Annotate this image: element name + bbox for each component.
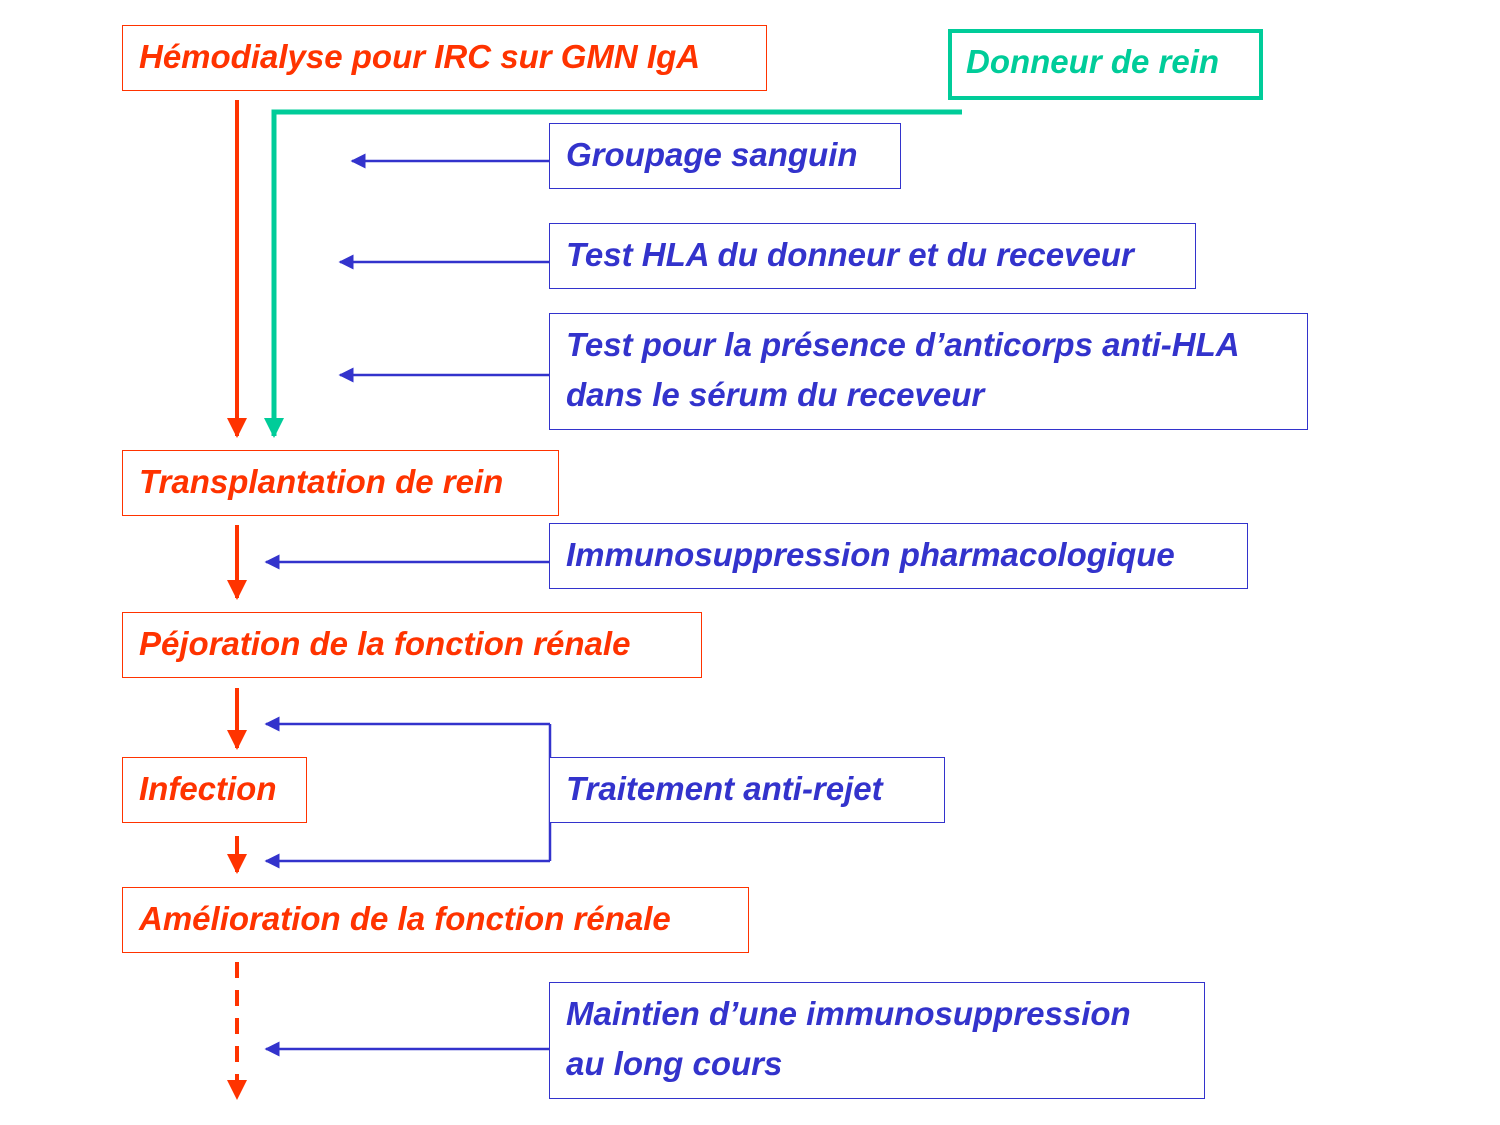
procedure-immunosuppression-label: Immunosuppression pharmacologique	[566, 536, 1175, 573]
step-amelioration: Amélioration de la fonction rénale	[122, 887, 749, 953]
procedure-anti-rejet: Traitement anti-rejet	[549, 757, 945, 823]
step-transplantation: Transplantation de rein	[122, 450, 559, 516]
step-pejoration: Péjoration de la fonction rénale	[122, 612, 702, 678]
procedure-groupage: Groupage sanguin	[549, 123, 901, 189]
procedure-maintien-line1: Maintien d’une immunosuppression	[566, 995, 1131, 1032]
procedure-test-anticorps: Test pour la présence d’anticorps anti-H…	[549, 313, 1308, 430]
donor-label: Donneur de rein	[966, 43, 1220, 80]
procedure-anti-rejet-label: Traitement anti-rejet	[566, 770, 883, 807]
step-hemodialyse: Hémodialyse pour IRC sur GMN IgA	[122, 25, 767, 91]
donor-box: Donneur de rein	[948, 29, 1263, 100]
step-hemodialyse-label: Hémodialyse pour IRC sur GMN IgA	[139, 38, 701, 75]
step-transplantation-label: Transplantation de rein	[139, 463, 504, 500]
procedure-immunosuppression: Immunosuppression pharmacologique	[549, 523, 1248, 589]
arrow-donor-to-transplantation	[264, 109, 962, 438]
step-infection-label: Infection	[139, 770, 277, 807]
procedure-test-anticorps-line1: Test pour la présence d’anticorps anti-H…	[566, 326, 1240, 363]
step-amelioration-label: Amélioration de la fonction rénale	[139, 900, 671, 937]
procedure-test-anticorps-line2: dans le sérum du receveur	[566, 376, 985, 413]
step-pejoration-label: Péjoration de la fonction rénale	[139, 625, 631, 662]
procedure-test-hla: Test HLA du donneur et du receveur	[549, 223, 1196, 289]
procedure-maintien-line2: au long cours	[566, 1045, 783, 1082]
procedure-groupage-label: Groupage sanguin	[566, 136, 858, 173]
procedure-maintien: Maintien d’une immunosuppression au long…	[549, 982, 1205, 1099]
procedure-test-hla-label: Test HLA du donneur et du receveur	[566, 236, 1134, 273]
step-infection: Infection	[122, 757, 307, 823]
